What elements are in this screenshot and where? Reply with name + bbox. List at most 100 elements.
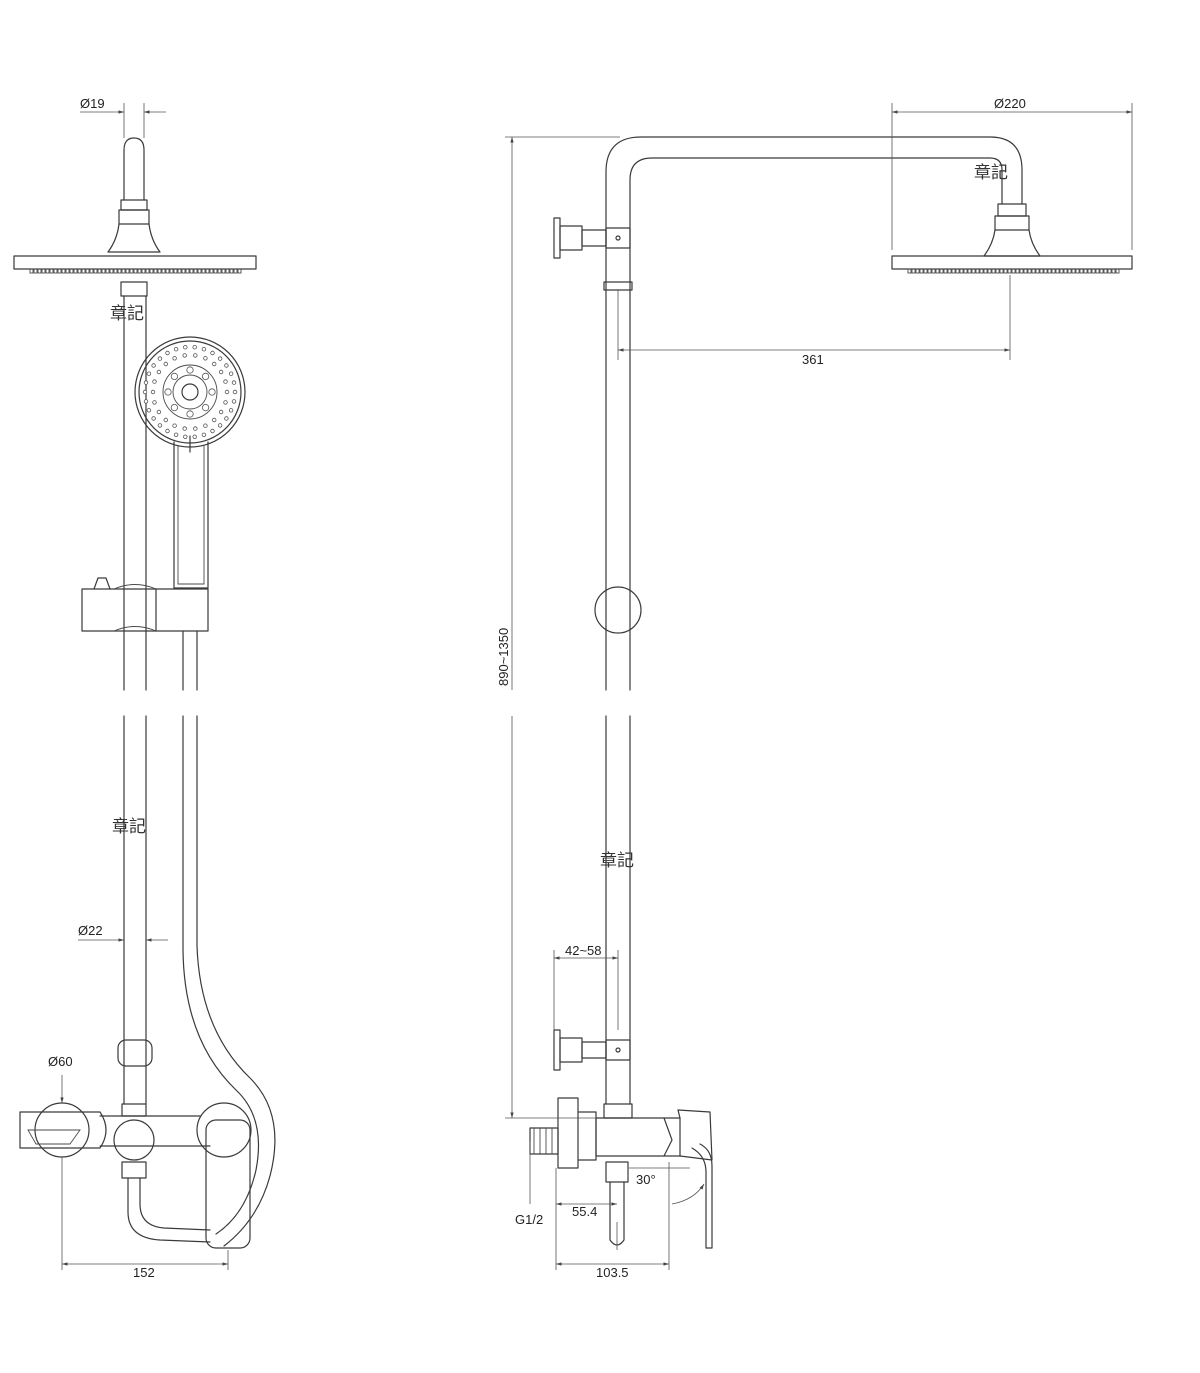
nozzle [967, 268, 972, 274]
nozzle [157, 268, 162, 274]
nozzle [1095, 268, 1100, 274]
nozzle [33, 268, 38, 274]
nozzle [1079, 268, 1084, 274]
nozzle [947, 268, 952, 274]
spray-dot [211, 361, 217, 367]
front-rail-upper [123, 295, 147, 691]
nozzle [73, 268, 78, 274]
dim-body-depth: 103.5 [596, 1265, 629, 1280]
spray-dot [172, 356, 177, 361]
spray-dot [192, 434, 197, 439]
nozzle [1055, 268, 1060, 274]
spray-dot [224, 389, 230, 395]
nozzle [201, 268, 206, 274]
spray-dot [192, 345, 197, 350]
spray-dot [164, 388, 172, 396]
nozzle [1019, 268, 1024, 274]
nozzle [971, 268, 976, 274]
nozzle [229, 268, 234, 274]
nozzle [955, 268, 960, 274]
nozzle [149, 268, 154, 274]
nozzle [217, 268, 222, 274]
dim-lever-angle: 30° [636, 1172, 656, 1187]
spray-dot [217, 356, 223, 361]
spray-dot [218, 409, 224, 415]
nozzle [29, 268, 34, 274]
nozzle [125, 268, 130, 274]
nozzle [907, 268, 912, 274]
dim-height-range: 890~1350 [496, 628, 511, 686]
nozzle [1023, 268, 1028, 274]
spray-dot [146, 408, 152, 413]
nozzle [185, 268, 190, 274]
front-view: Ø19 Ø22 Ø60 152 章記 章記 [13, 96, 276, 1280]
spray-dot [231, 399, 237, 404]
nozzle [69, 268, 74, 274]
spray-dot [170, 403, 178, 412]
nozzle [915, 268, 920, 274]
stamp-side-head: 章記 [974, 163, 1008, 183]
nozzle [1063, 268, 1068, 274]
nozzle [197, 268, 202, 274]
nozzle [153, 268, 158, 274]
spray-dot [228, 371, 234, 376]
spray-dot [193, 353, 198, 358]
nozzle [177, 268, 182, 274]
nozzle [1115, 268, 1120, 274]
nozzle [995, 268, 1000, 274]
nozzle [61, 268, 66, 274]
nozzle [161, 268, 166, 274]
nozzle [923, 268, 928, 274]
nozzle [181, 268, 186, 274]
dim-arm-reach: 361 [802, 352, 824, 367]
nozzle [959, 268, 964, 274]
nozzle [209, 268, 214, 274]
nozzle [991, 268, 996, 274]
nozzle [97, 268, 102, 274]
nozzle [45, 268, 50, 274]
spray-dot [210, 350, 215, 356]
side-rail-lower [605, 715, 631, 1105]
spray-dot [151, 416, 156, 421]
side-height-knob [594, 586, 642, 634]
nozzle [49, 268, 54, 274]
spray-dot [156, 369, 162, 375]
nozzle [1047, 268, 1052, 274]
spray-dot [203, 423, 208, 428]
spray-dot [186, 366, 194, 374]
spray-dot [208, 388, 216, 396]
spray-dot [224, 416, 229, 421]
nozzle [89, 268, 94, 274]
side-bracket-bottom [553, 1029, 631, 1071]
front-dimensions [60, 103, 229, 1270]
nozzle [145, 268, 150, 274]
spray-dot [224, 363, 229, 368]
spray-dot [182, 353, 187, 358]
spray-dot [231, 380, 237, 385]
nozzle [205, 268, 210, 274]
nozzle [999, 268, 1004, 274]
spray-dot [201, 347, 207, 352]
nozzle [951, 268, 956, 274]
front-connector [120, 281, 148, 297]
spray-dot [183, 345, 188, 350]
spray-dot [156, 409, 162, 415]
nozzle [1107, 268, 1112, 274]
nozzle [935, 268, 940, 274]
nozzle [939, 268, 944, 274]
nozzle [137, 268, 142, 274]
nozzle [193, 268, 198, 274]
dim-wall-offset: 42~58 [565, 943, 602, 958]
front-riser-top [107, 137, 161, 253]
nozzle [1039, 268, 1044, 274]
nozzle [85, 268, 90, 274]
nozzle [129, 268, 134, 274]
nozzle [77, 268, 82, 274]
spray-dot [202, 372, 210, 380]
slide-holder [81, 577, 209, 691]
spray-dot [142, 389, 148, 395]
nozzle [233, 268, 238, 274]
dim-inlet-thread: G1/2 [515, 1212, 543, 1227]
nozzle [173, 268, 178, 274]
